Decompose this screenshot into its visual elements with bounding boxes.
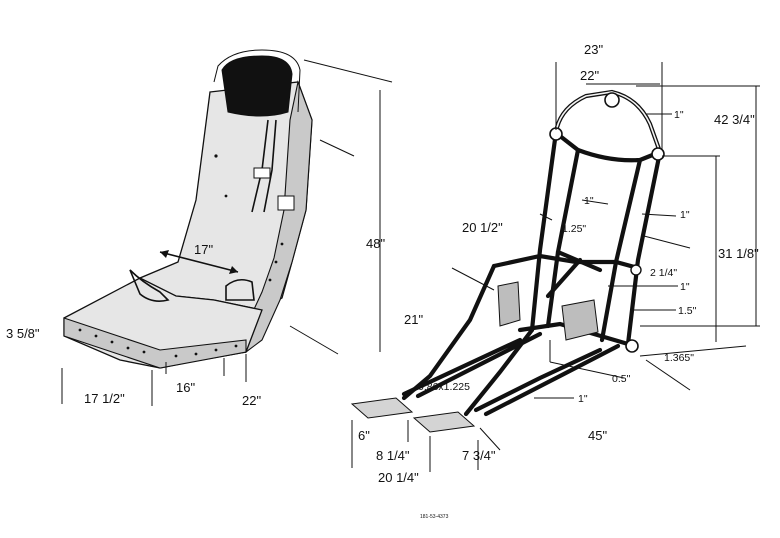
dim-cross-tube-small: 1"	[680, 281, 690, 293]
foot-plate-left	[350, 397, 414, 419]
dim-tick	[479, 427, 501, 451]
leader-line	[645, 359, 691, 391]
frame-cross-lower	[517, 321, 631, 347]
bracket-left	[497, 281, 521, 327]
dim-lower-height: 31 1/8"	[718, 246, 759, 261]
frame-brace	[545, 249, 603, 299]
dim-base-length: 45"	[588, 428, 607, 443]
harness-buckle	[253, 167, 271, 179]
frame-rail-left	[529, 129, 559, 333]
dim-seat-height: 48"	[366, 236, 385, 251]
dim-top-width-outer: 23"	[584, 42, 603, 57]
dim-upper-height: 42 3/4"	[714, 112, 755, 127]
leader-line	[641, 213, 677, 217]
dim-foot-spacing: 20 1/4"	[378, 470, 419, 485]
dim-side-tube-a: 1"	[584, 195, 594, 207]
leader-line	[303, 59, 393, 83]
seat-illustration: 17" 48" 3 5/8" 17 1/2" 16" 22"	[6, 49, 393, 408]
frame-diagonal	[401, 331, 543, 399]
dim-foot-width: 8 1/4"	[376, 448, 410, 463]
arrowhead-left	[160, 250, 169, 258]
leader-line	[289, 325, 339, 355]
placard	[277, 195, 295, 211]
dim-cross-tube: 2 1/4"	[650, 267, 677, 279]
dim-foot-depth: 7 3/4"	[462, 448, 496, 463]
dim-front-height: 3 5/8"	[6, 326, 40, 341]
leader-line	[639, 345, 747, 357]
leader-line	[581, 199, 609, 205]
headrest-frame	[213, 49, 301, 113]
pivot-fitting	[651, 147, 665, 161]
frame-rail-inner-right	[599, 157, 643, 343]
dim-side-tube-b: 1"	[680, 209, 690, 221]
dim-foot-height: 6"	[358, 428, 370, 443]
lap-belt-right	[225, 278, 255, 301]
top-fitting	[604, 92, 620, 108]
dim-rail-length: 20 1/2"	[462, 220, 503, 235]
dim-pivot: 1.365"	[664, 352, 694, 364]
dim-seat-width: 17"	[194, 242, 213, 257]
width-arrow	[159, 251, 239, 273]
pivot-fitting	[625, 339, 639, 353]
dim-top-width-inner: 22"	[580, 68, 599, 83]
leader-line	[539, 213, 553, 221]
dim-seat-depth: 17 1/2"	[84, 391, 125, 406]
dim-rail-tube: 1.25"	[562, 223, 586, 235]
frame-rail-right	[625, 149, 663, 347]
dim-bracket: 0.86x1.225	[418, 381, 470, 393]
bracket-right	[561, 299, 599, 341]
dim-side-depth: 22"	[242, 393, 261, 408]
lap-belt-left	[129, 269, 170, 302]
seat-front-lip	[63, 317, 247, 369]
frame-cross-upper	[557, 133, 663, 163]
dim-leg-length: 21"	[404, 312, 423, 327]
pivot-fitting	[630, 264, 642, 276]
dim-base-tube: 1"	[578, 393, 588, 405]
leader-line	[319, 139, 355, 157]
seat-frame-illustration: 23" 22" 1" 42 3/4" 1" 1" 20 1/2" 1.25" 3…	[350, 42, 760, 485]
dim-top-tube: 1"	[674, 109, 684, 121]
leader-line	[549, 361, 625, 379]
headrest	[221, 55, 293, 117]
frame-rail-inner-left	[545, 147, 581, 329]
dim-strut-dia: 1.5"	[678, 305, 697, 317]
dim-base-width: 16"	[176, 380, 195, 395]
rivet-row	[78, 154, 284, 358]
frame-base-strut	[473, 343, 621, 417]
leader-line	[451, 267, 495, 291]
arrowhead-right	[229, 266, 238, 274]
drawing-reference: 181-53-4373	[420, 514, 449, 520]
foot-plate-right	[412, 411, 476, 433]
leader-line	[643, 235, 691, 249]
dim-pin: 0.5"	[612, 373, 631, 385]
